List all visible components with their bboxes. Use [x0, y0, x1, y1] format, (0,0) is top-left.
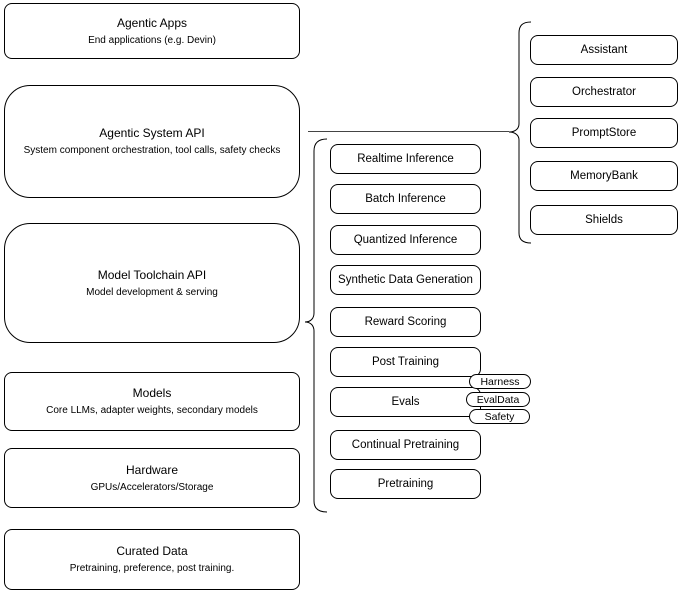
system-components-brace [508, 21, 532, 244]
system-component-orchestrator: Orchestrator [530, 77, 678, 107]
node-hardware: Hardware GPUs/Accelerators/Storage [4, 448, 300, 508]
system-component-assistant: Assistant [530, 35, 678, 65]
eval-tag-evaldata: EvalData [466, 392, 530, 407]
node-subtitle: Model development & serving [86, 286, 218, 298]
node-subtitle: End applications (e.g. Devin) [88, 34, 216, 46]
node-models: Models Core LLMs, adapter weights, secon… [4, 372, 300, 431]
node-title: Curated Data [116, 544, 188, 558]
node-agentic-apps: Agentic Apps End applications (e.g. Devi… [4, 3, 300, 59]
node-title: Agentic Apps [116, 15, 188, 30]
toolchain-node-synthetic-data-generation: Synthetic Data Generation [330, 265, 481, 295]
eval-tag-harness: Harness [469, 374, 531, 389]
node-title: Models [132, 386, 172, 400]
system-component-promptstore: PromptStore [530, 118, 678, 148]
node-agentic-system-api: Agentic System API System component orch… [4, 85, 300, 198]
node-curated-data: Curated Data Pretraining, preference, po… [4, 529, 300, 590]
system-component-memorybank: MemoryBank [530, 161, 678, 191]
toolchain-node-evals: Evals [330, 387, 481, 417]
toolchain-node-continual-pretraining: Continual Pretraining [330, 430, 481, 460]
node-subtitle: Core LLMs, adapter weights, secondary mo… [46, 405, 258, 416]
toolchain-node-post-training: Post Training [330, 347, 481, 377]
node-model-toolchain-api: Model Toolchain API Model development & … [4, 223, 300, 343]
system-component-shields: Shields [530, 205, 678, 235]
node-subtitle: GPUs/Accelerators/Storage [90, 481, 214, 493]
toolchain-node-batch-inference: Batch Inference [330, 184, 481, 214]
toolchain-node-reward-scoring: Reward Scoring [330, 307, 481, 337]
toolchain-node-realtime-inference: Realtime Inference [330, 144, 481, 174]
node-subtitle: Pretraining, preference, post training. [69, 563, 235, 574]
node-title: Model Toolchain API [97, 267, 207, 282]
toolchain-node-quantized-inference: Quantized Inference [330, 225, 481, 255]
node-subtitle: System component orchestration, tool cal… [23, 145, 281, 156]
toolchain-group-brace [304, 138, 328, 513]
node-title: Hardware [125, 462, 179, 477]
toolchain-node-pretraining: Pretraining [330, 469, 481, 499]
node-title: Agentic System API [99, 126, 205, 140]
eval-tag-safety: Safety [469, 409, 530, 424]
